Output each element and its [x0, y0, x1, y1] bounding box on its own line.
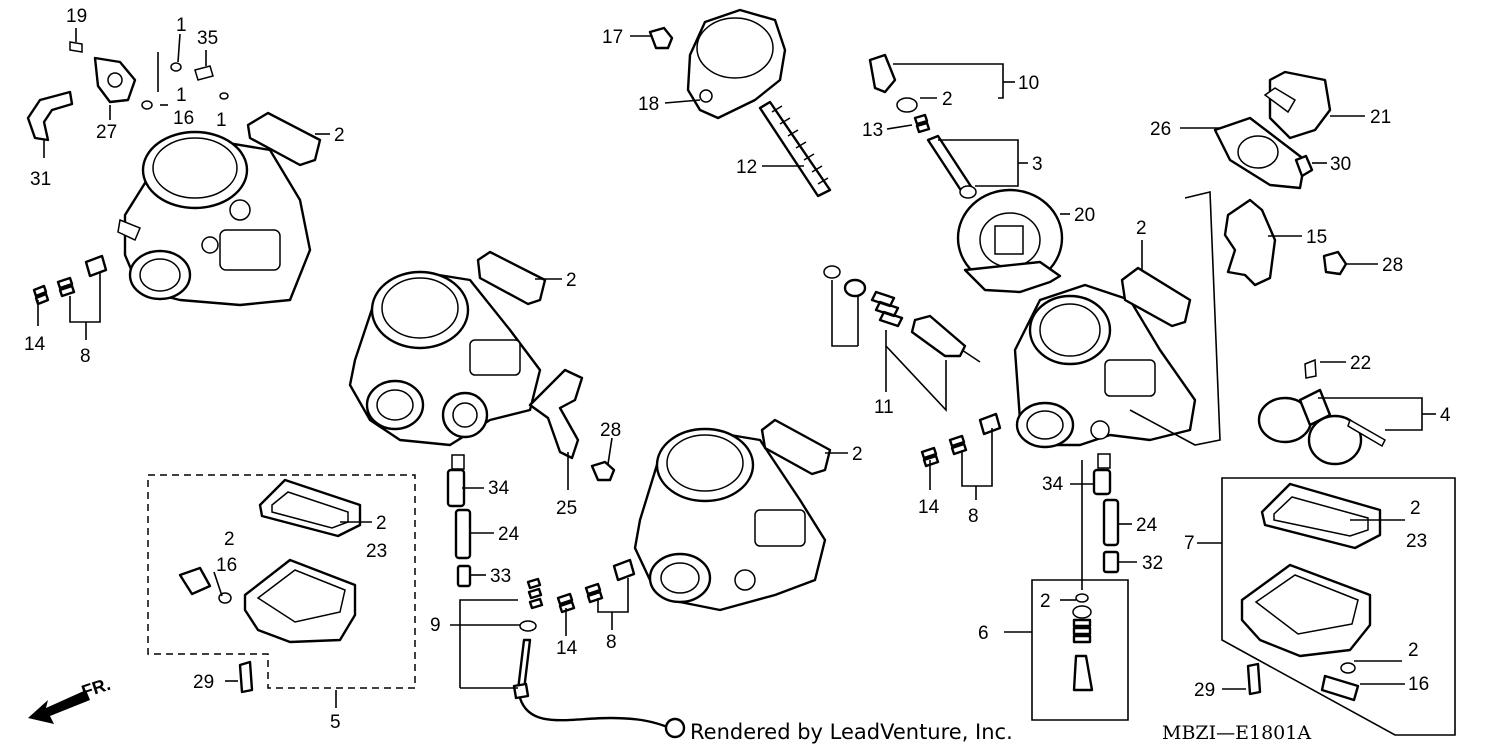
gasket-right	[1120, 266, 1192, 328]
label-33: 33	[490, 566, 511, 587]
label-28: 28	[1382, 255, 1403, 276]
label-24: 24	[1136, 515, 1158, 536]
spring-12	[758, 100, 832, 198]
label-1: 1	[176, 85, 187, 106]
label-4: 4	[1440, 405, 1451, 426]
label-23: 23	[366, 541, 387, 562]
label-24: 24	[498, 524, 520, 545]
top-cover	[686, 8, 787, 120]
label-2: 2	[852, 444, 863, 465]
screw-30	[1294, 154, 1314, 178]
label-29: 29	[1194, 680, 1215, 701]
label-31: 31	[30, 169, 51, 190]
label-16: 16	[173, 108, 194, 129]
label-20: 20	[1074, 205, 1095, 226]
label-2: 2	[1040, 591, 1051, 612]
direction-label: FR.	[79, 674, 113, 702]
small-parts-top-left	[141, 62, 229, 110]
label-3: 3	[1032, 154, 1043, 175]
callout-labels: 19 1 35 1 1 27 16 31 2 14 8 2 28 25 34 2…	[24, 6, 1451, 733]
label-17: 17	[602, 27, 623, 48]
label-1: 1	[216, 110, 227, 131]
carburetor-body-top-left	[117, 130, 312, 307]
cover-21-26	[1213, 70, 1332, 190]
label-27: 27	[96, 122, 117, 143]
label-2: 2	[376, 513, 387, 534]
label-23: 23	[1406, 531, 1427, 552]
label-13: 13	[862, 120, 883, 141]
diaphragm-20	[956, 188, 1064, 294]
label-1: 1	[176, 15, 187, 36]
leader-lines	[37, 28, 1436, 708]
label-14: 14	[918, 497, 940, 518]
screw-28-middle	[590, 460, 616, 482]
label-22: 22	[1350, 353, 1371, 374]
label-16: 16	[1408, 674, 1429, 695]
throttle-stop-screw	[69, 41, 137, 104]
label-25: 25	[556, 498, 577, 519]
diagram-code: MBZI—E1801A	[1162, 722, 1311, 744]
pilot-screw-assembly-11	[823, 265, 981, 363]
label-2: 2	[1136, 218, 1147, 239]
label-2: 2	[1408, 640, 1419, 661]
carburetor-body-right	[1013, 283, 1197, 449]
hose	[26, 90, 74, 142]
float-bowl-group-right	[1221, 477, 1456, 736]
label-2: 2	[224, 529, 235, 550]
float-bowl-group-left	[147, 474, 416, 694]
label-5: 5	[330, 712, 341, 733]
label-26: 26	[1150, 119, 1171, 140]
gasket-top-left	[246, 111, 322, 167]
label-12: 12	[736, 157, 757, 178]
label-2: 2	[334, 125, 345, 146]
carburetor-body-middle-left	[348, 270, 542, 447]
label-8: 8	[606, 632, 617, 653]
label-6: 6	[978, 623, 989, 644]
bracket-middle	[528, 368, 584, 460]
screw-28-right	[1322, 250, 1348, 276]
needle-assembly-10-3	[868, 53, 977, 199]
stack-34-24-33-left	[446, 454, 472, 588]
label-34: 34	[1042, 474, 1064, 495]
label-9: 9	[430, 615, 441, 636]
label-34: 34	[488, 478, 510, 499]
screw-17	[648, 26, 674, 50]
label-2: 2	[942, 89, 953, 110]
label-10: 10	[1018, 73, 1039, 94]
gasket-middle-left	[476, 250, 547, 306]
label-28: 28	[600, 420, 621, 441]
label-14: 14	[556, 638, 578, 659]
springs-middle	[556, 558, 636, 614]
label-14: 14	[24, 334, 46, 355]
label-11: 11	[874, 397, 894, 418]
cable-assembly	[512, 577, 686, 739]
label-7: 7	[1184, 533, 1195, 554]
springs-right	[920, 412, 1002, 468]
gasket-bottom-center	[760, 418, 832, 476]
label-30: 30	[1330, 154, 1351, 175]
bracket-15	[1223, 198, 1277, 287]
label-21: 21	[1370, 107, 1391, 128]
label-2: 2	[566, 270, 577, 291]
carburetor-body-bottom-center	[633, 427, 827, 612]
label-35: 35	[197, 28, 218, 49]
label-16: 16	[216, 555, 237, 576]
label-29: 29	[193, 672, 214, 693]
label-8: 8	[968, 506, 979, 527]
front-direction-arrow: FR.	[28, 674, 113, 724]
float-valve-group-6	[1031, 579, 1129, 721]
label-15: 15	[1306, 227, 1327, 248]
label-32: 32	[1142, 553, 1163, 574]
label-18: 18	[638, 94, 659, 115]
stack-34-24-32-right	[1092, 453, 1120, 574]
choke-assembly-4	[1257, 358, 1386, 466]
credit-text: Rendered by LeadVenture, Inc.	[690, 720, 1013, 744]
label-2: 2	[1410, 498, 1421, 519]
label-19: 19	[66, 6, 87, 27]
label-8: 8	[80, 346, 91, 367]
